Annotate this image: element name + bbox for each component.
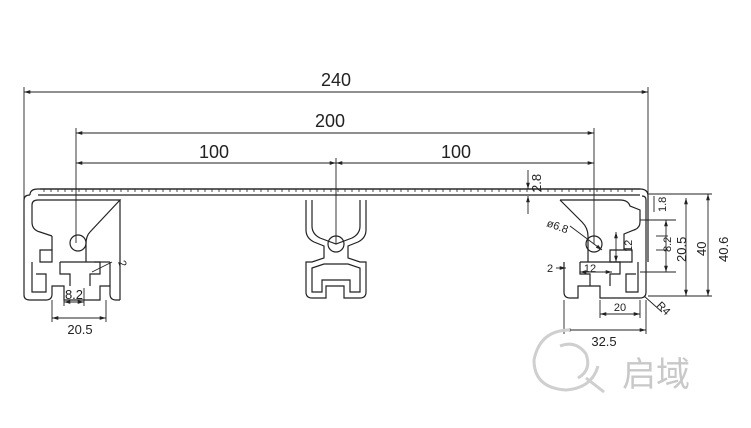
dim-hole-diameter: ø6.8 <box>545 218 570 237</box>
dim-slot-8-2-right: 8.2 <box>662 237 674 252</box>
watermark-brand: 启域 <box>622 355 690 395</box>
dim-slot-12-vertical: 12 <box>623 240 635 252</box>
dimension-lines <box>23 87 712 334</box>
dim-center-span: 200 <box>315 111 345 131</box>
watermark: 启域 <box>532 328 690 395</box>
dim-height-40: 40 <box>694 242 709 256</box>
dim-width-32-5: 32.5 <box>591 334 616 349</box>
dim-radius-r4: R4 <box>654 300 672 318</box>
dimension-labels: 240 200 100 100 2.8 1.8 ø6.8 8.2 12 20.5… <box>65 70 731 349</box>
profile-outline <box>23 188 649 301</box>
dim-edge-1-8: 1.8 <box>657 197 669 212</box>
dim-slot-8-2-left: 8.2 <box>65 287 83 302</box>
top-surface-ribs <box>43 189 633 192</box>
dim-slot-20: 20 <box>614 302 626 314</box>
dim-half-left: 100 <box>199 142 229 162</box>
dim-height-40-6: 40.6 <box>716 237 731 262</box>
dim-angle-mark: 2 <box>115 259 128 269</box>
dim-plate-thickness: 2.8 <box>529 174 544 192</box>
dim-wall-2: 2 <box>547 263 553 275</box>
dim-width-20-5: 20.5 <box>67 322 92 337</box>
dim-half-right: 100 <box>441 142 471 162</box>
q-swirl-logo-icon <box>532 328 605 394</box>
dim-slot-12-horizontal: 12 <box>584 263 596 275</box>
dim-overall-width: 240 <box>321 70 351 90</box>
dim-height-20-5: 20.5 <box>674 237 689 262</box>
